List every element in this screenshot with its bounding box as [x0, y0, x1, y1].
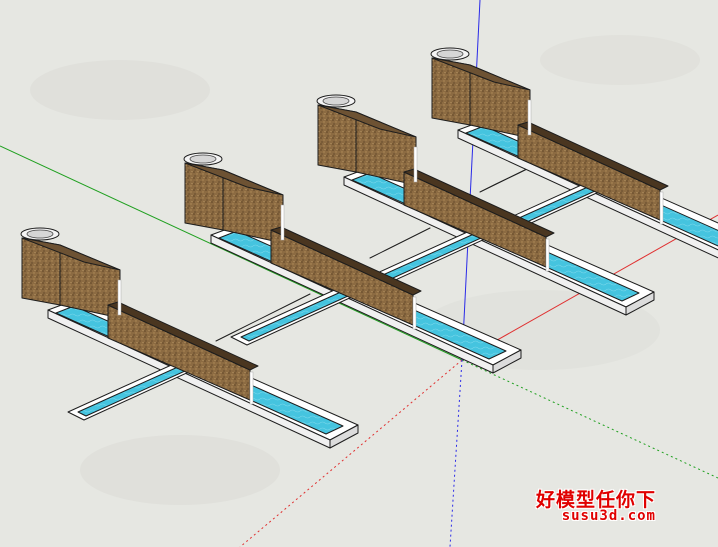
fountain-unit[interactable]: [316, 94, 655, 316]
water-spout: [659, 191, 664, 225]
water-spout: [280, 204, 285, 241]
red-axis-dotted: [239, 359, 463, 547]
pool-rim-front: [210, 234, 494, 374]
blue-axis: [461, 0, 481, 361]
cylinder-opening: [26, 229, 54, 239]
stone-long-wall-top: [517, 121, 669, 191]
water-spout: [527, 99, 532, 136]
water-spout: [249, 371, 254, 405]
ground-texture: [30, 35, 700, 505]
fountain-group[interactable]: [20, 47, 718, 449]
green-axis: [0, 145, 463, 361]
watermark-url: susu3d.com: [561, 508, 656, 524]
watermark-site-name: 好模型任你下: [535, 489, 656, 511]
stone-long-wall-top: [270, 226, 422, 296]
water-spout: [545, 238, 550, 272]
pool-rim-front: [343, 176, 627, 316]
water-spout: [413, 146, 418, 183]
blue-axis-dotted: [449, 359, 463, 547]
green-axis-dotted: [461, 359, 718, 479]
stone-wall-top: [21, 237, 121, 271]
cylinder-opening: [322, 96, 350, 106]
stone-wall-top: [184, 162, 284, 196]
stone-wall-top: [431, 57, 531, 91]
connector-channel-rim: [215, 293, 311, 342]
fountain-unit[interactable]: [20, 227, 359, 449]
cylinder-opening: [189, 154, 217, 164]
cylinder-opening: [436, 49, 464, 59]
fountain-unit[interactable]: [183, 152, 522, 374]
stone-long-wall-top: [403, 168, 555, 238]
stone-wall-top: [317, 104, 417, 138]
connector-channel-rim: [369, 227, 431, 259]
water-spout: [412, 296, 417, 330]
pool-rim-front: [47, 309, 331, 449]
stone-long-wall-top: [107, 301, 259, 371]
water-spout: [117, 279, 122, 316]
